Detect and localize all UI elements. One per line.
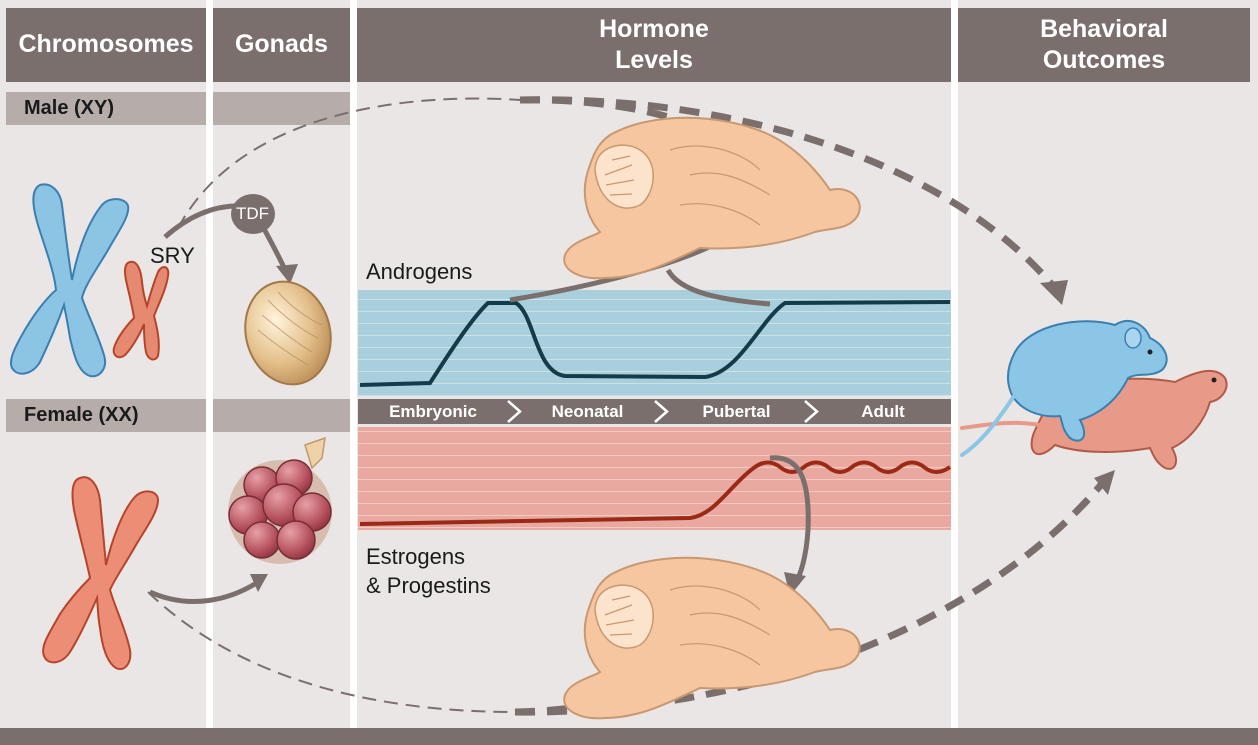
stage-embryonic: Embryonic — [362, 399, 504, 424]
stage-adult: Adult — [818, 399, 948, 424]
bottom-bar — [0, 728, 1258, 745]
androgen-level-graph — [358, 290, 951, 396]
x-chromosome-female-icon — [43, 477, 158, 669]
x-chromosome-icon — [11, 184, 128, 376]
rat-icon — [962, 321, 1227, 469]
estrogen-level-graph — [358, 427, 951, 530]
stage-pubertal: Pubertal — [668, 399, 805, 424]
ovary-icon — [228, 438, 332, 564]
estrogens-label-line1: Estrogens — [366, 543, 491, 572]
androgens-label: Androgens — [366, 258, 472, 287]
estrogens-label: Estrogens & Progestins — [366, 543, 491, 600]
stage-neonatal: Neonatal — [520, 399, 655, 424]
sry-label: SRY — [150, 242, 195, 271]
testis-icon — [234, 272, 342, 394]
y-chromosome-icon — [114, 262, 169, 360]
estrogens-label-line2: & Progestins — [366, 572, 491, 601]
tdf-label: TDF — [236, 203, 269, 225]
